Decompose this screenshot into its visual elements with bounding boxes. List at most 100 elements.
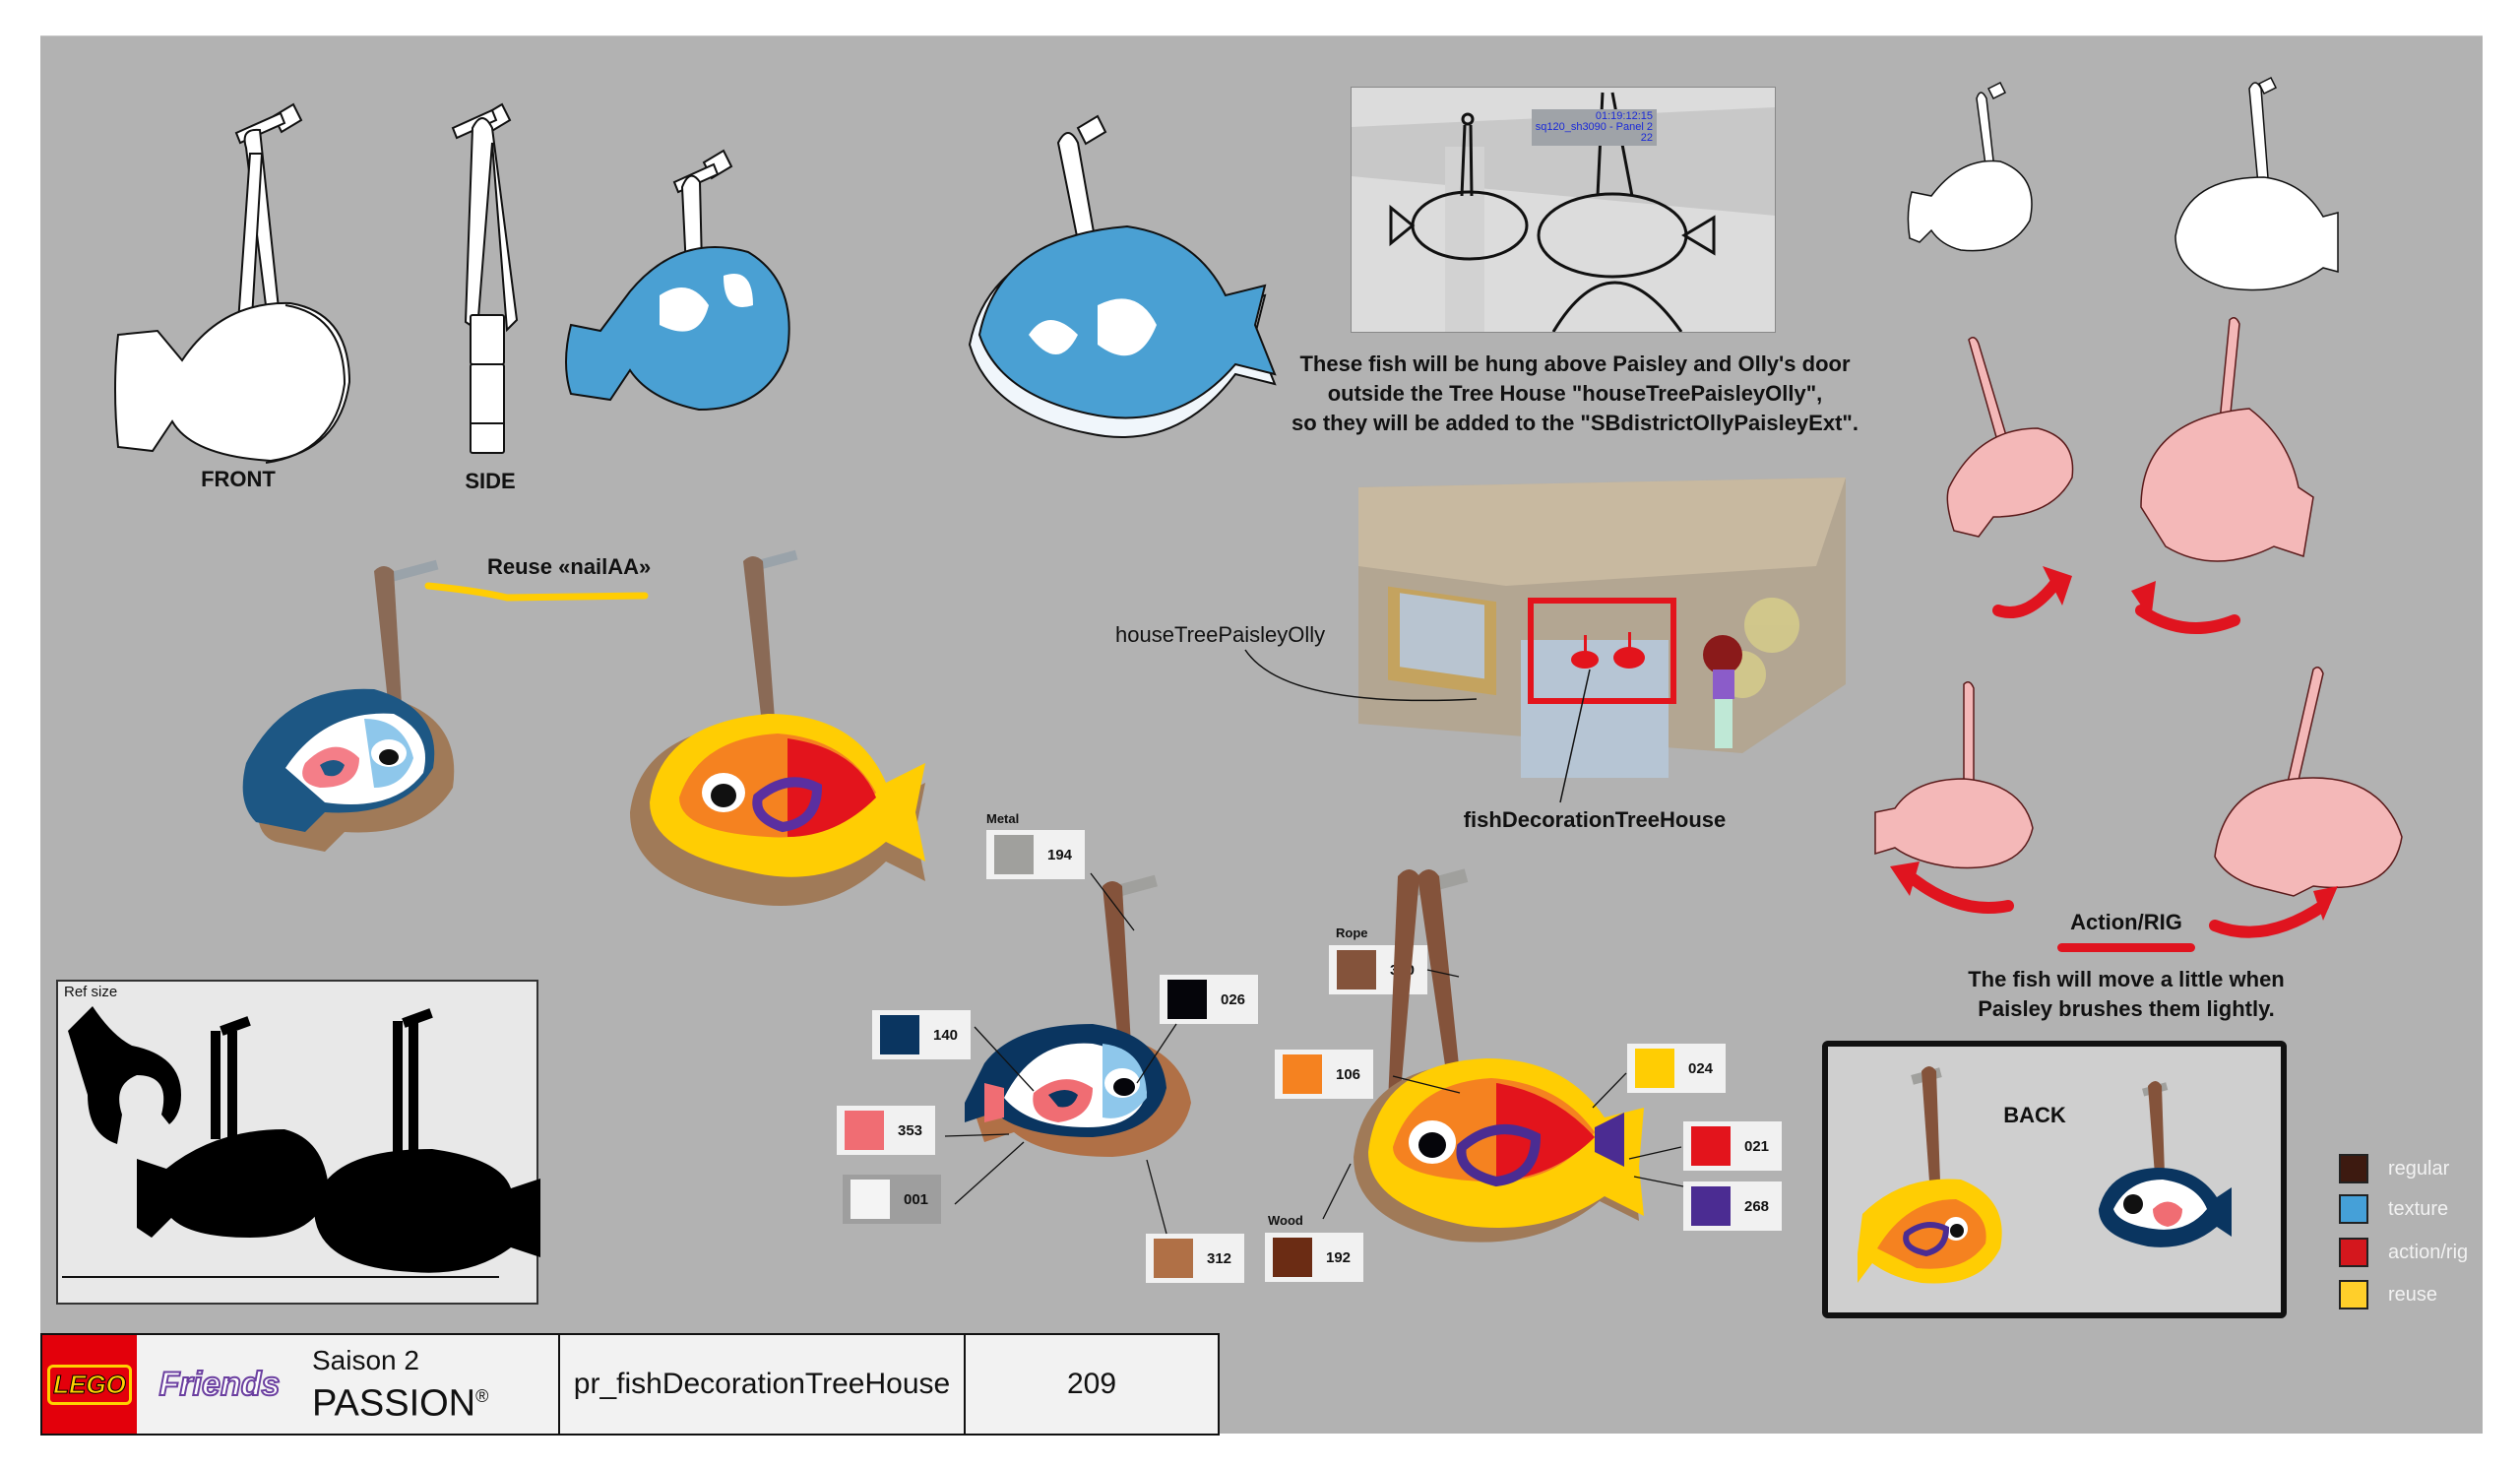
- house-drawing: [1358, 478, 1846, 778]
- arrow-left-2: [1904, 870, 2014, 914]
- registered-mark: ®: [475, 1386, 489, 1407]
- house-label: houseTreePaisleyOlly: [1115, 622, 1326, 647]
- side-view-label: SIDE: [465, 469, 516, 493]
- legend-swatch: [2339, 1280, 2368, 1309]
- swatch-code: 312: [1207, 1249, 1232, 1267]
- ref-size-label: Ref size: [64, 984, 118, 1000]
- legend-item-texture: texture: [2339, 1194, 2448, 1224]
- legend-label: action/rig: [2388, 1241, 2469, 1263]
- storyboard-timecode: 01:19:12:15 sq120_sh3090 - Panel 2 22: [1531, 109, 1657, 146]
- swatch-code: 026: [1221, 990, 1246, 1008]
- swatch-card-268: 268: [1683, 1181, 1782, 1231]
- house-label-leader: [1244, 649, 1478, 702]
- swatch-code: 353: [898, 1121, 923, 1139]
- action-note-line-2: Paisley brushes them lightly.: [1978, 996, 2275, 1021]
- rotation-arrows: [1890, 566, 2338, 938]
- color-swatch: [994, 835, 1034, 874]
- metal-label: Metal: [986, 811, 1020, 826]
- asset-name: pr_fishDecorationTreeHouse: [558, 1335, 964, 1434]
- color-swatch: [850, 1180, 890, 1219]
- storyboard-panel: 01:19:12:15 sq120_sh3090 - Panel 2 22: [1351, 87, 1776, 333]
- asset-label: fishDecorationTreeHouse: [1463, 807, 1727, 832]
- paisley-character: [1703, 635, 1742, 748]
- rope-label: Rope: [1336, 925, 1368, 940]
- ref-size-box: Ref size: [56, 980, 540, 1305]
- rotation-fish-pink-2: [2140, 317, 2314, 562]
- side-view-drawing: [451, 102, 519, 454]
- action-note: The fish will move a little when Paisley…: [1929, 965, 2323, 1024]
- nail-blue-fish-render: [242, 559, 455, 852]
- swatch-code: 194: [1047, 846, 1073, 863]
- swatch-code: 268: [1744, 1197, 1770, 1215]
- shot-text: sq120_sh3090 - Panel 2: [1535, 121, 1653, 133]
- blue-fish-callout-render: [965, 874, 1191, 1157]
- color-swatch: [1167, 980, 1207, 1019]
- placement-note: These fish will be hung above Paisley an…: [1270, 350, 1880, 438]
- reuse-underline: [424, 582, 649, 602]
- color-swatch: [1635, 1049, 1674, 1088]
- swatch-card-194: 194: [986, 830, 1085, 879]
- legend-label: reuse: [2388, 1283, 2438, 1306]
- swatch-card-021: 021: [1683, 1121, 1782, 1171]
- color-swatch: [1337, 950, 1376, 989]
- back-view-fish-yellow: [1858, 1066, 2002, 1284]
- swatch-code: 140: [933, 1026, 959, 1044]
- title-block: LEGO Friends Saison 2 PASSION® pr_fishDe…: [40, 1333, 1220, 1436]
- rotation-fish-pink-4: [2214, 667, 2403, 897]
- timecode-text: 01:19:12:15: [1595, 110, 1653, 122]
- placement-note-line-3: so they will be added to the "SBdistrict…: [1292, 411, 1858, 435]
- color-swatch: [880, 1015, 919, 1054]
- swatch-card-024: 024: [1627, 1044, 1726, 1093]
- placement-note-line-1: These fish will be hung above Paisley an…: [1299, 351, 1851, 376]
- lego-logo: LEGO: [42, 1335, 137, 1434]
- rotation-fish-pink-1: [1946, 337, 2074, 538]
- legend-item-action-rig: action/rig: [2339, 1238, 2468, 1267]
- action-rig-title: Action/RIG: [2070, 910, 2182, 934]
- friends-logo: Friends: [158, 1365, 282, 1404]
- tree-house-illustration: [1349, 478, 1846, 783]
- rotation-fish-pink-3: [1874, 681, 2034, 869]
- frame-text: 22: [1640, 132, 1653, 144]
- arrow-left-1: [2135, 605, 2240, 634]
- yellow-fish-callout-render: [1354, 868, 1644, 1243]
- color-swatch: [1691, 1126, 1731, 1166]
- legend-item-regular: regular: [2339, 1154, 2449, 1183]
- color-swatch: [1691, 1186, 1731, 1226]
- color-swatch: [845, 1111, 884, 1150]
- back-view-fish-blue: [2099, 1081, 2232, 1247]
- rotation-fish-white-large: [2174, 76, 2339, 291]
- color-swatch: [1154, 1239, 1193, 1278]
- swatch-card-106: 106: [1275, 1050, 1373, 1099]
- show-title-text: PASSION: [312, 1382, 476, 1425]
- legend-swatch: [2339, 1194, 2368, 1224]
- swatch-card-353: 353: [837, 1106, 935, 1155]
- arrow-right-1: [1992, 575, 2063, 618]
- arrow-right-2: [2209, 900, 2329, 938]
- legend-label: regular: [2388, 1157, 2450, 1180]
- textured-fish-drawing-large: [968, 114, 1277, 438]
- page-number: 209: [964, 1335, 1218, 1434]
- swatch-code: 024: [1688, 1059, 1714, 1077]
- legend-item-reuse: reuse: [2339, 1280, 2437, 1309]
- ref-size-silhouettes: [62, 1006, 540, 1278]
- front-view-drawing: [114, 102, 351, 464]
- color-swatch: [1273, 1238, 1312, 1277]
- nail-yellow-fish-render: [630, 549, 925, 906]
- swatch-code: 021: [1744, 1137, 1770, 1155]
- placement-note-line-2: outside the Tree House "houseTreePaisley…: [1327, 381, 1823, 406]
- legend-swatch: [2339, 1154, 2368, 1183]
- front-view-label: FRONT: [201, 467, 276, 491]
- asset-label-leader: [1559, 669, 1591, 803]
- back-label: BACK: [2003, 1103, 2066, 1127]
- blue-fish-leader-lines: [944, 872, 1177, 1235]
- swatch-code: 192: [1326, 1248, 1352, 1266]
- lego-logo-text: LEGO: [47, 1364, 132, 1405]
- swatch-card-140: 140: [872, 1010, 971, 1059]
- back-view-box: BACK: [1822, 1041, 2287, 1318]
- rotation-fish-white-small: [1907, 81, 2033, 252]
- textured-fish-drawing-small: [565, 149, 790, 412]
- legend-label: texture: [2388, 1197, 2449, 1220]
- swatch-code: 106: [1336, 1065, 1361, 1083]
- show-title: PASSION®: [312, 1376, 558, 1424]
- color-swatch: [1283, 1054, 1322, 1094]
